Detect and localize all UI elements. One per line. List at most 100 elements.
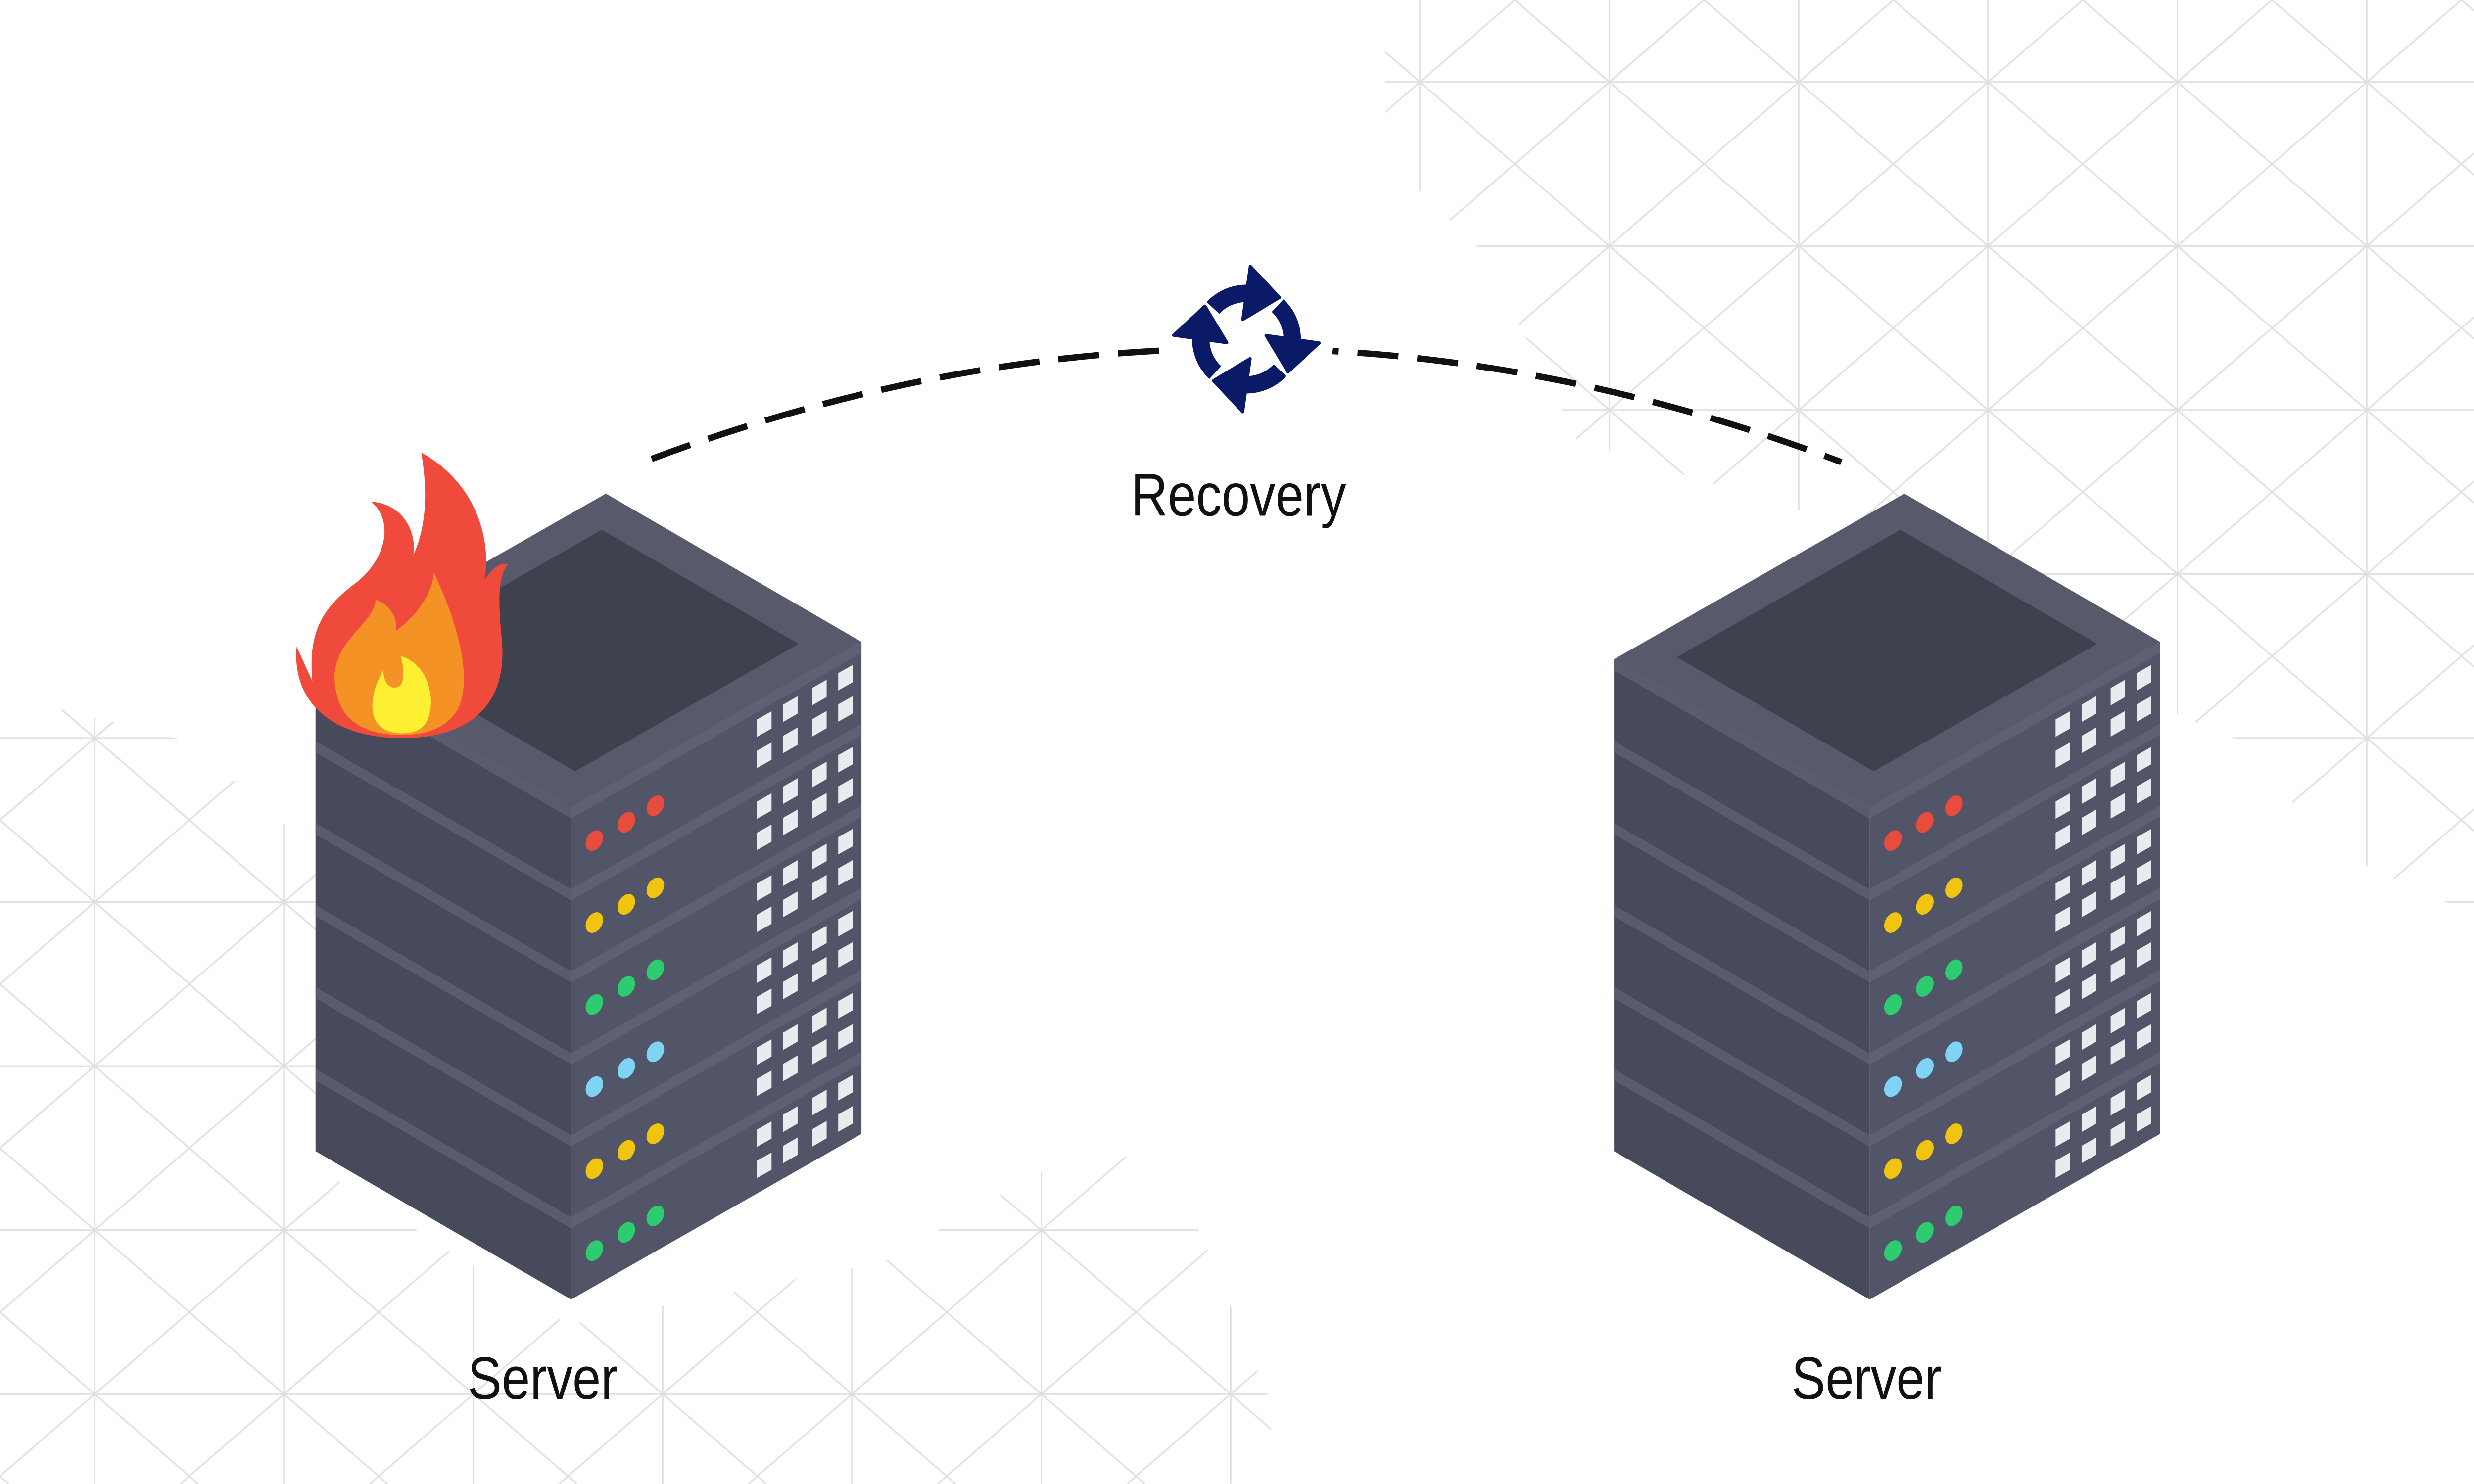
arrow-arc <box>1271 299 1301 340</box>
vent-slot <box>757 793 772 819</box>
vent-slot <box>783 942 798 968</box>
status-light <box>646 1205 665 1226</box>
vent-slot <box>838 993 853 1019</box>
vent-slot <box>838 665 853 691</box>
vent-slot <box>2055 988 2070 1014</box>
status-light <box>1945 959 1963 980</box>
unit-bevel-right <box>1869 724 2160 901</box>
vent-slot <box>2081 1024 2096 1050</box>
unit-bevel-right <box>571 970 862 1147</box>
vent-slot <box>2081 860 2096 886</box>
status-light <box>1884 830 1902 851</box>
unit-left-face <box>1614 741 1870 972</box>
status-light <box>646 959 665 980</box>
server-top-panel <box>1677 529 2097 772</box>
status-light <box>1884 1158 1902 1179</box>
vent-slot <box>838 942 853 968</box>
unit-bevel-left <box>315 823 571 983</box>
vent-slot <box>783 860 798 886</box>
status-light <box>1945 1041 1963 1063</box>
server-unit <box>315 887 862 1136</box>
vent-slot <box>2081 1106 2096 1132</box>
unit-bevel-right <box>571 642 862 819</box>
vent-slot <box>757 824 772 850</box>
arrow-head <box>1264 333 1321 374</box>
vent-slot <box>838 1075 853 1101</box>
vent-slot <box>2137 942 2151 968</box>
vent-slot <box>2055 1121 2070 1147</box>
vent-slot <box>2081 942 2096 968</box>
vent-slot <box>2055 1039 2070 1065</box>
status-light <box>1945 795 1963 816</box>
vent-slot <box>2110 1121 2125 1147</box>
unit-bevel-right <box>1869 806 2160 983</box>
arrow-head <box>1172 304 1229 344</box>
unit-left-face <box>315 905 571 1136</box>
recovery-label: Recovery <box>1131 462 1346 529</box>
unit-bevel-left <box>1614 905 1870 1065</box>
vent-slot <box>2137 911 2151 937</box>
vent-slot <box>812 1089 827 1115</box>
server-unit <box>315 724 862 972</box>
server-unit <box>1614 806 2160 1054</box>
server-right <box>1614 493 2160 1299</box>
vent-slot <box>2110 1008 2125 1034</box>
vent-slot <box>2081 1055 2096 1081</box>
unit-left-face <box>315 987 571 1218</box>
vent-slot <box>2055 793 2070 819</box>
unit-bevel-left <box>315 741 571 901</box>
vent-slot <box>757 1039 772 1065</box>
vent-slot <box>757 742 772 768</box>
vent-slot <box>2137 746 2151 773</box>
vent-slot <box>2110 711 2125 737</box>
vent-slot <box>783 1106 798 1132</box>
vent-slot <box>783 809 798 835</box>
status-light <box>585 1240 604 1261</box>
unit-left-face <box>1614 1069 1870 1299</box>
status-light <box>1916 976 1934 997</box>
vent-slot <box>2055 1152 2070 1178</box>
status-light <box>1884 1076 1902 1097</box>
vent-slot <box>783 891 798 918</box>
vent-slot <box>783 974 798 999</box>
recovery-arrow-segment <box>1264 299 1321 374</box>
recovery-arrow-segment <box>1212 357 1286 414</box>
status-light <box>585 830 604 851</box>
status-light <box>585 912 604 933</box>
vent-slot <box>2055 875 2070 901</box>
vent-slot <box>2110 680 2125 706</box>
vent-slot <box>2081 1137 2096 1163</box>
arrow-arc <box>1206 284 1247 314</box>
status-light <box>618 976 635 997</box>
vent-slot <box>757 906 772 932</box>
status-light <box>1945 1123 1963 1144</box>
unit-bevel-left <box>1614 987 1870 1147</box>
unit-bevel-right <box>1869 642 2160 819</box>
vent-slot <box>757 711 772 737</box>
server-top-panel <box>378 529 799 772</box>
unit-left-face <box>315 1069 571 1299</box>
unit-bevel-left <box>1614 1069 1870 1229</box>
unit-left-face <box>1614 823 1870 1054</box>
server-unit <box>1614 724 2160 972</box>
unit-bevel-left <box>1614 741 1870 901</box>
vent-slot <box>783 1024 798 1050</box>
server-left-label: Server <box>468 1345 618 1412</box>
status-light <box>1916 1058 1934 1079</box>
arrow-arc <box>1192 338 1222 379</box>
server-unit <box>1614 970 2160 1218</box>
vent-slot <box>757 1070 772 1096</box>
status-light <box>1916 894 1934 915</box>
status-light <box>1884 994 1902 1015</box>
vent-slot <box>2081 696 2096 722</box>
vent-slot <box>783 1055 798 1081</box>
status-light <box>618 1140 635 1161</box>
status-light <box>1916 812 1934 833</box>
vent-slot <box>812 875 827 901</box>
vent-slot <box>812 1121 827 1147</box>
vent-slot <box>2055 742 2070 768</box>
vent-slot <box>838 1106 853 1132</box>
vent-slot <box>2081 974 2096 999</box>
arrow-head <box>1212 357 1252 414</box>
recovery-connector <box>650 254 1843 465</box>
